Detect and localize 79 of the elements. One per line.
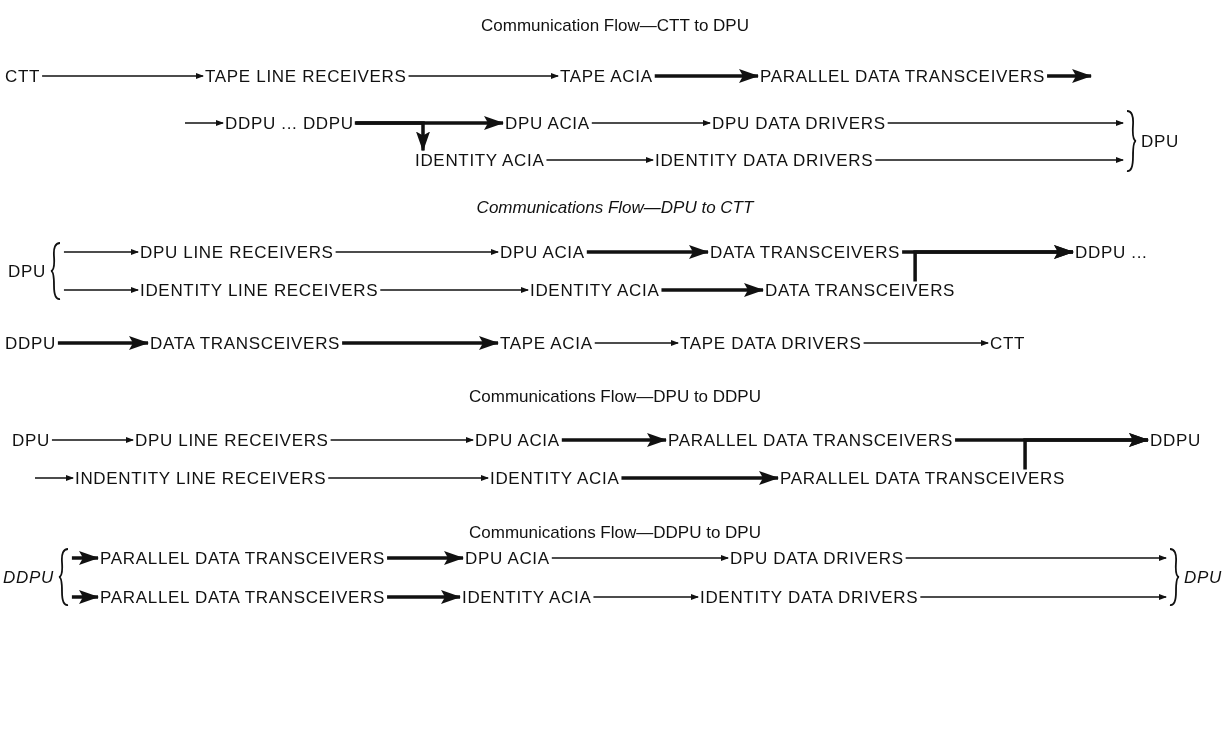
component-label: DPU ACIA <box>500 243 585 261</box>
arrow <box>334 249 499 255</box>
arrow <box>904 555 1167 561</box>
arrow <box>886 120 1124 126</box>
component-label: IDENTITY ACIA <box>415 151 545 169</box>
arrow <box>862 340 989 346</box>
arrow <box>592 594 699 600</box>
component-label: PARALLEL DATA TRANSCEIVERS <box>100 549 386 567</box>
component-label: PARALLEL DATA TRANSCEIVERS <box>780 469 1066 487</box>
component-label: TAPE DATA DRIVERS <box>680 334 862 352</box>
arrow <box>51 437 134 443</box>
component-label: DDPU <box>5 334 56 352</box>
arrow <box>57 336 149 350</box>
component-label: IDENTITY ACIA <box>462 588 592 606</box>
component-label: IDENTITY DATA DRIVERS <box>700 588 919 606</box>
arrow <box>387 590 461 604</box>
component-label: DPU ACIA <box>475 431 560 449</box>
component-label: DDPU ... <box>1075 243 1148 261</box>
arrow <box>661 283 764 297</box>
arrow <box>63 249 139 255</box>
arrow <box>379 287 529 293</box>
component-label: DATA TRANSCEIVERS <box>150 334 341 352</box>
arrow <box>407 73 559 79</box>
section-heading: Communications Flow—DPU to CTT <box>476 198 754 216</box>
component-label: DATA TRANSCEIVERS <box>710 243 901 261</box>
arrow <box>545 157 654 163</box>
component-label: TAPE ACIA <box>500 334 593 352</box>
arrow <box>621 471 779 485</box>
arrow <box>71 590 99 604</box>
component-label: DPU LINE RECEIVERS <box>140 243 334 261</box>
arrow <box>329 437 474 443</box>
component-label: TAPE ACIA <box>560 67 653 85</box>
component-label: CTT <box>990 334 1026 352</box>
arrow <box>184 120 224 126</box>
component-label: DPU ACIA <box>505 114 590 132</box>
component-label: PARALLEL DATA TRANSCEIVERS <box>100 588 386 606</box>
component-label: DATA TRANSCEIVERS <box>765 281 956 299</box>
component-label: DPU <box>12 431 50 449</box>
component-label: DDPU <box>1150 431 1201 449</box>
component-label: IDENTITY ACIA <box>490 469 620 487</box>
section-heading: Communications Flow—DPU to DDPU <box>469 387 761 405</box>
section-heading: Communications Flow—DDPU to DPU <box>469 523 761 541</box>
component-label: DPU <box>1141 132 1179 150</box>
arrow <box>551 555 729 561</box>
arrow <box>1047 69 1093 83</box>
component-label: TAPE LINE RECEIVERS <box>205 67 407 85</box>
component-label: DPU DATA DRIVERS <box>730 549 904 567</box>
component-label: DPU ACIA <box>465 549 550 567</box>
arrow <box>1023 433 1149 470</box>
component-label: DPU LINE RECEIVERS <box>135 431 329 449</box>
component-label: DDPU ... DDPU <box>225 114 354 132</box>
arrow <box>654 69 759 83</box>
component-label: PARALLEL DATA TRANSCEIVERS <box>760 67 1046 85</box>
component-label: DPU <box>8 262 46 280</box>
component-label: IDENTITY DATA DRIVERS <box>655 151 874 169</box>
arrow <box>913 245 1074 282</box>
component-label: PARALLEL DATA TRANSCEIVERS <box>668 431 954 449</box>
arrow <box>874 157 1124 163</box>
arrow <box>63 287 139 293</box>
arrow <box>354 121 430 152</box>
arrow <box>586 245 709 259</box>
component-label: IDENTITY ACIA <box>530 281 660 299</box>
component-label: DPU DATA DRIVERS <box>712 114 886 132</box>
arrow <box>71 551 99 565</box>
section-heading: Communication Flow—CTT to DPU <box>481 16 749 34</box>
arrow <box>591 120 711 126</box>
arrow <box>919 594 1167 600</box>
arrow <box>327 475 489 481</box>
component-label: DDPU <box>3 568 54 586</box>
arrow <box>342 336 499 350</box>
arrow <box>561 433 667 447</box>
component-label: IDENTITY LINE RECEIVERS <box>140 281 379 299</box>
component-label: DPU <box>1184 568 1222 586</box>
arrow <box>34 475 74 481</box>
component-label: CTT <box>5 67 41 85</box>
arrow <box>387 551 464 565</box>
arrow <box>593 340 679 346</box>
component-label: INDENTITY LINE RECEIVERS <box>75 469 327 487</box>
arrow <box>41 73 204 79</box>
